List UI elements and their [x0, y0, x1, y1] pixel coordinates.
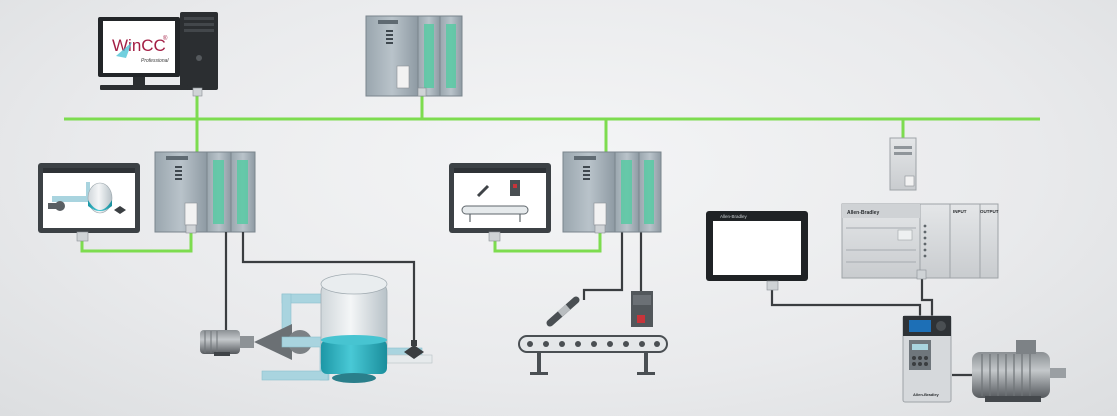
- ab-input-module-label: INPUT: [953, 209, 967, 214]
- industrial-ethernet-network: [64, 95, 1040, 253]
- induction-motor: [972, 340, 1066, 402]
- ab-hmi-brand: Allen-Bradley: [720, 214, 748, 219]
- plc-allen-bradley[interactable]: Allen-Bradley INPUT OUTPUT: [841, 137, 999, 280]
- pump-motor: [200, 324, 329, 360]
- variable-frequency-drive[interactable]: Allen-Bradley: [902, 315, 952, 403]
- hmi-panel-allen-bradley[interactable]: Allen-Bradley: [706, 211, 808, 291]
- plc-middle-s7[interactable]: [562, 151, 662, 234]
- wincc-trademark: ®: [163, 35, 168, 42]
- control-valve: [404, 340, 424, 359]
- photoelectric-sensor: [631, 291, 653, 327]
- plc-left-s7[interactable]: [154, 151, 256, 234]
- wincc-edition: Professional: [141, 58, 169, 64]
- ab-output-module-label: OUTPUT: [980, 209, 999, 214]
- belt-conveyor: [518, 335, 668, 375]
- hmi-panel-conveyor[interactable]: [449, 163, 551, 242]
- storage-tank: [320, 273, 388, 383]
- hmi-panel-tank[interactable]: [38, 163, 140, 242]
- wincc-monitor-screen: [103, 21, 175, 73]
- plc-top-s7[interactable]: [365, 15, 463, 97]
- pump-tank-process: [200, 273, 433, 383]
- conveyor-process: [518, 291, 668, 375]
- wincc-scada-workstation[interactable]: WinCC ® Professional: [98, 12, 218, 97]
- proximity-sensor: [546, 296, 580, 327]
- ab-plc-brand: Allen-Bradley: [847, 210, 879, 216]
- drive-brand: Allen-Bradley: [913, 392, 940, 397]
- field-wiring: [224, 232, 985, 377]
- wincc-logo: WinCC: [112, 36, 166, 55]
